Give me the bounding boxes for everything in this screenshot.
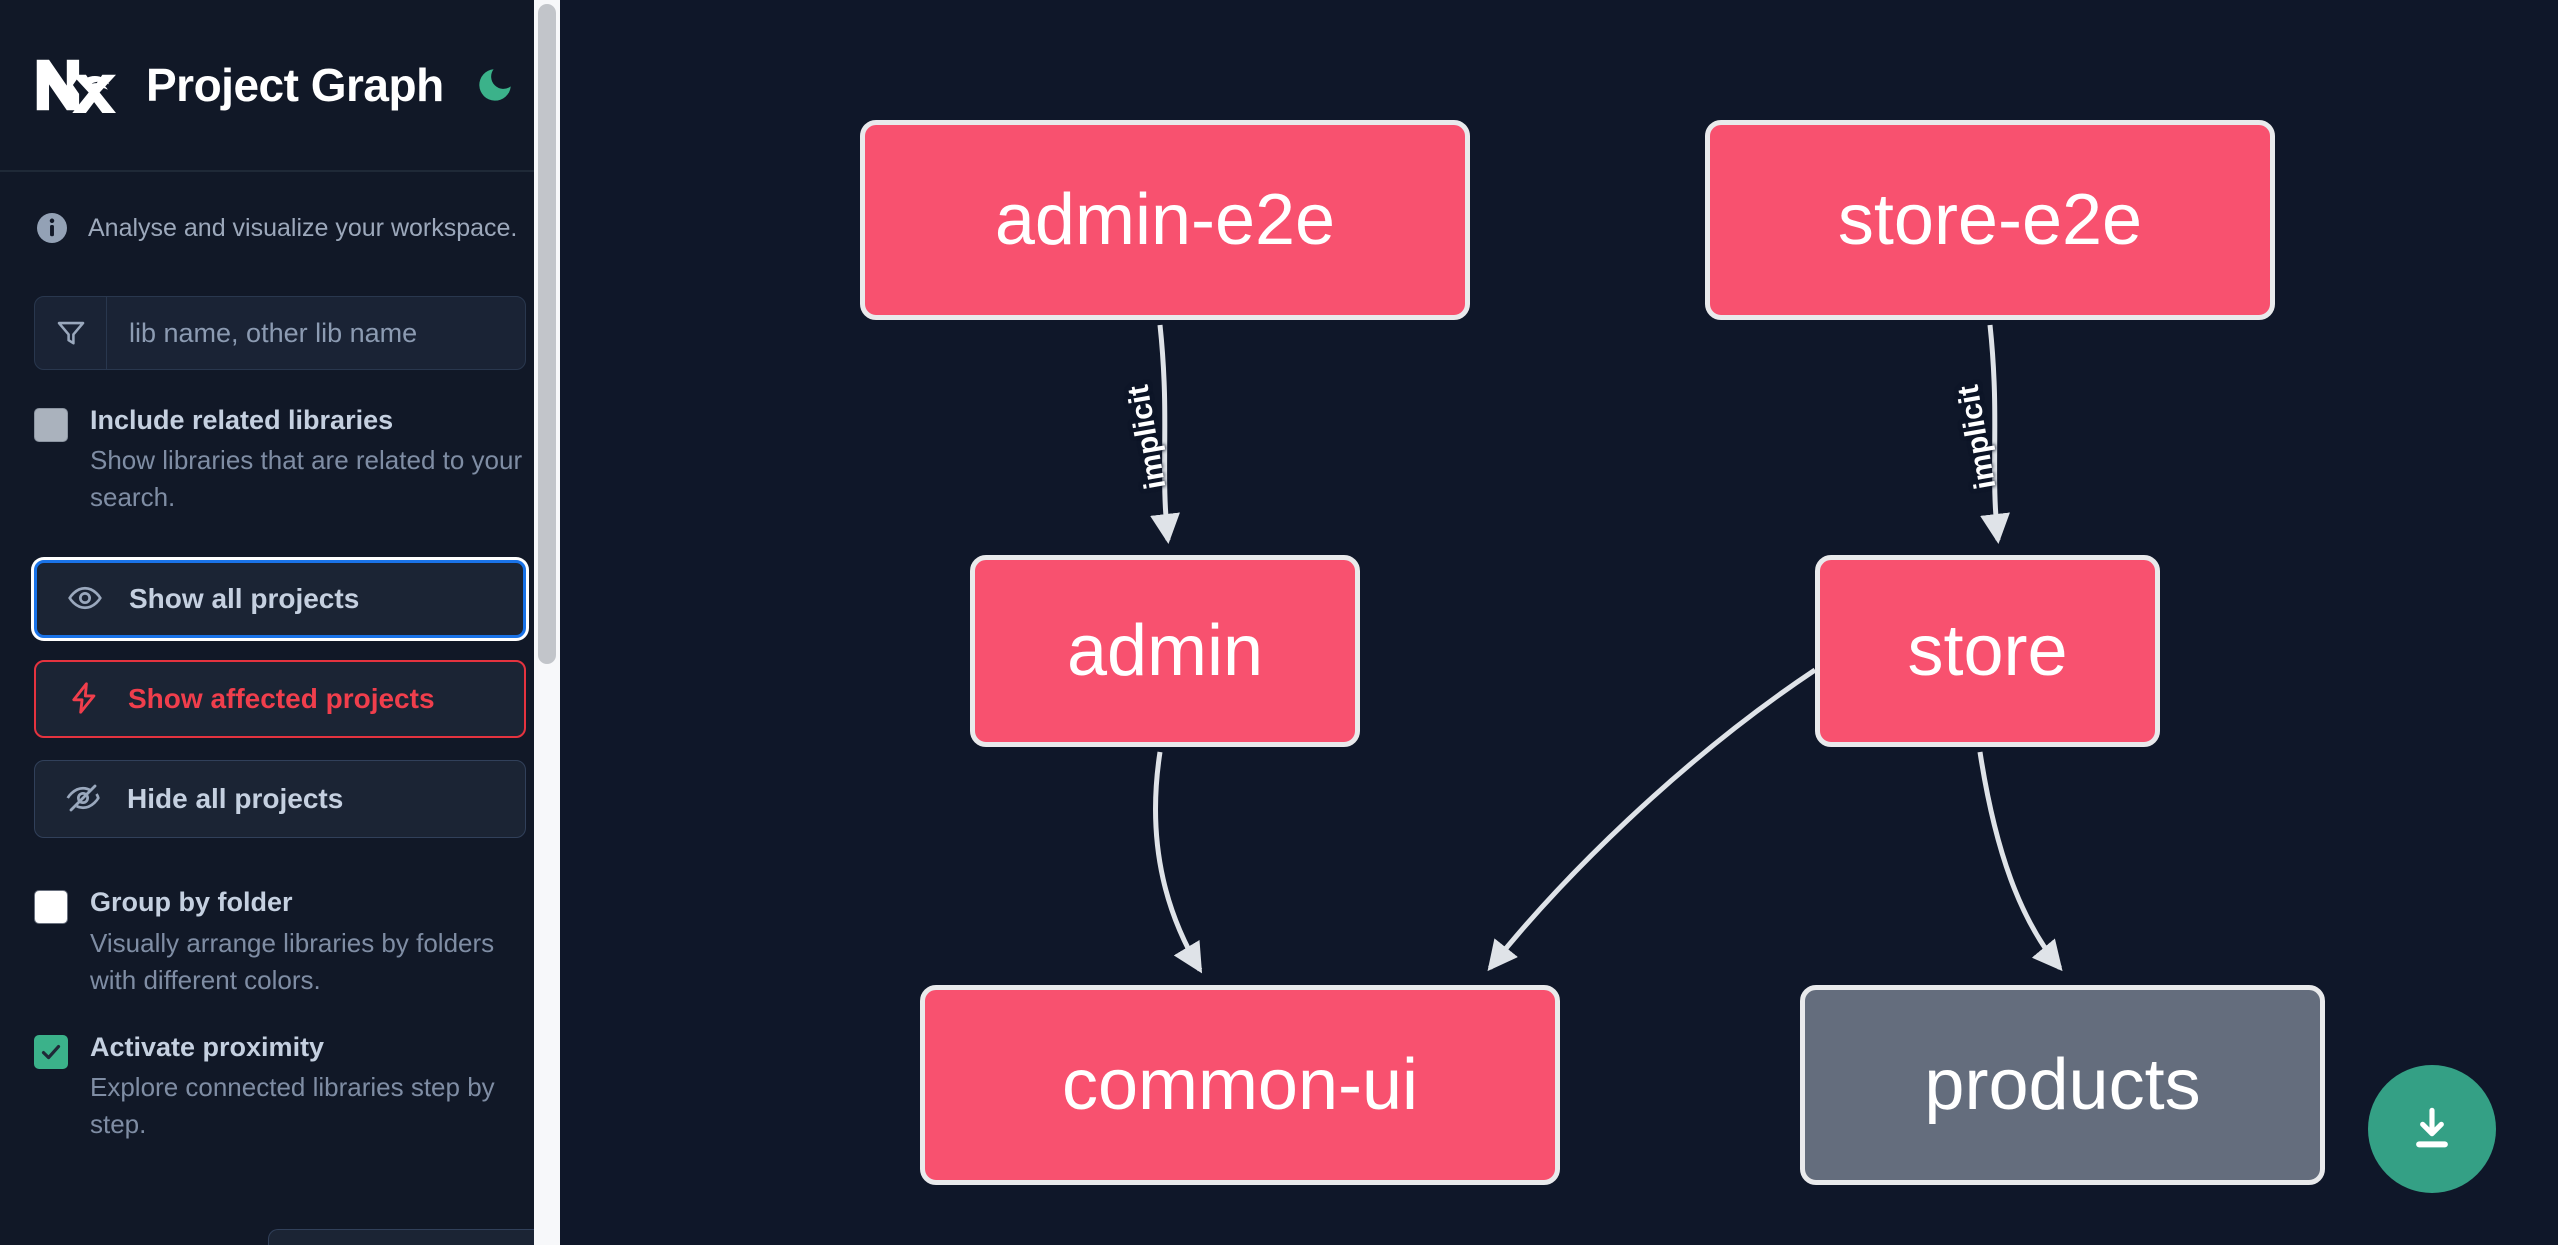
option-group-by-folder[interactable]: Group by folder Visually arrange librari… bbox=[0, 838, 560, 998]
activate-proximity-checkbox[interactable] bbox=[34, 1034, 68, 1069]
search-field[interactable] bbox=[34, 296, 526, 370]
show-affected-projects-button[interactable]: Show affected projects bbox=[34, 660, 526, 739]
sidebar: Project Graph Analyse and visualize your… bbox=[0, 0, 560, 1245]
sidebar-header: Project Graph bbox=[0, 0, 560, 172]
moon-icon[interactable] bbox=[472, 62, 518, 108]
edge-store-e2e-to-store bbox=[1980, 324, 2010, 544]
activate-proximity-desc: Explore connected libraries step by step… bbox=[90, 1071, 495, 1139]
show-all-projects-button[interactable]: Show all projects bbox=[34, 560, 526, 639]
search-input[interactable] bbox=[107, 297, 525, 369]
graph-node-label: common-ui bbox=[1061, 1045, 1419, 1125]
graph-edges bbox=[1150, 324, 2063, 974]
lightning-bolt-icon bbox=[66, 680, 102, 719]
group-by-folder-label: Group by folder bbox=[90, 887, 293, 918]
graph-node-products[interactable]: products bbox=[1800, 985, 2325, 1185]
activate-proximity-label: Activate proximity bbox=[90, 1031, 325, 1062]
sidebar-scrollbar[interactable] bbox=[534, 0, 560, 1245]
download-icon bbox=[2416, 1107, 2448, 1148]
graph-node-common-ui[interactable]: common-ui bbox=[920, 985, 1560, 1185]
nx-logo-icon bbox=[34, 54, 116, 116]
show-all-projects-label: Show all projects bbox=[129, 583, 360, 615]
hide-all-projects-button[interactable]: Hide all projects bbox=[34, 760, 526, 839]
page-title: Project Graph bbox=[146, 59, 444, 111]
download-graph-button[interactable] bbox=[2368, 1065, 2496, 1193]
filter-funnel-icon bbox=[35, 297, 107, 369]
hide-all-projects-label: Hide all projects bbox=[127, 783, 344, 815]
graph-node-admin[interactable]: admin bbox=[970, 555, 1360, 747]
edge-store-to-common-ui bbox=[1487, 667, 1817, 972]
edge-admin-e2e-to-admin bbox=[1150, 324, 1180, 544]
option-include-related-libraries[interactable]: Include related libraries Show libraries… bbox=[0, 370, 560, 516]
graph-canvas[interactable]: admin-e2e store-e2e admin store common-u… bbox=[560, 0, 2558, 1245]
graph-node-store[interactable]: store bbox=[1815, 555, 2160, 747]
graph-node-label: admin-e2e bbox=[994, 180, 1336, 260]
graph-node-admin-e2e[interactable]: admin-e2e bbox=[860, 120, 1470, 320]
graph-node-label: store bbox=[1907, 611, 2068, 691]
graph-node-label: store-e2e bbox=[1837, 180, 2143, 260]
graph-node-label: products bbox=[1924, 1045, 2201, 1125]
sidebar-partial-button[interactable] bbox=[268, 1229, 560, 1245]
tagline-text: Analyse and visualize your workspace. bbox=[88, 213, 518, 242]
graph-node-store-e2e[interactable]: store-e2e bbox=[1705, 120, 2275, 320]
edge-store-to-products bbox=[1977, 751, 2063, 972]
sidebar-scroll-area[interactable]: Project Graph Analyse and visualize your… bbox=[0, 0, 560, 1245]
show-affected-projects-label: Show affected projects bbox=[128, 683, 435, 715]
info-icon bbox=[34, 210, 70, 246]
group-by-folder-checkbox[interactable] bbox=[34, 890, 68, 925]
tagline: Analyse and visualize your workspace. bbox=[0, 172, 560, 246]
sidebar-scrollbar-thumb[interactable] bbox=[538, 4, 556, 664]
include-related-libraries-checkbox[interactable] bbox=[34, 408, 68, 442]
eye-off-icon bbox=[65, 780, 101, 819]
eye-icon bbox=[67, 580, 103, 619]
include-related-libraries-desc: Show libraries that are related to your … bbox=[90, 445, 523, 513]
include-related-libraries-label: Include related libraries bbox=[90, 405, 394, 435]
graph-node-label: admin bbox=[1066, 611, 1264, 691]
edge-admin-to-common-ui bbox=[1153, 751, 1203, 974]
option-activate-proximity[interactable]: Activate proximity Explore connected lib… bbox=[0, 999, 560, 1143]
group-by-folder-desc: Visually arrange libraries by folders wi… bbox=[90, 927, 495, 995]
projects-button-group: Show all projects Show affected projects bbox=[0, 516, 560, 839]
